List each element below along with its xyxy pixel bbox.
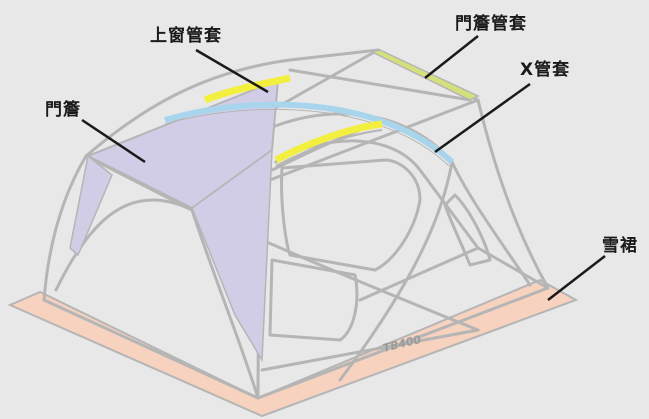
x-pole-sleeve	[164, 101, 455, 167]
leader-door-awning-pole	[424, 35, 479, 79]
upper-window-sleeve-front	[274, 120, 383, 164]
leader-snow-skirt	[547, 255, 606, 301]
snow-skirt	[7, 278, 579, 418]
label-door-awning-pole-sleeve: 門簷管套	[455, 14, 527, 34]
leader-lines	[81, 35, 606, 301]
upper-window-sleeve	[203, 74, 383, 167]
x-pole-sleeve-band	[164, 101, 455, 165]
upper-window-sleeve-top	[203, 74, 291, 104]
label-door-awning: 門簷	[45, 100, 81, 120]
label-upper-window-sleeve: 上窗管套	[150, 26, 222, 46]
door-awning-right-flap	[191, 148, 273, 363]
label-x-pole-sleeve: X管套	[520, 60, 571, 80]
leader-x-pole	[434, 82, 531, 154]
door-awning-left-flap	[69, 154, 113, 257]
label-snow-skirt: 雪裙	[602, 236, 638, 256]
snow-skirt-outer	[7, 278, 579, 418]
leader-upper-window	[195, 48, 269, 94]
door-awning-pole-sleeve-band	[369, 49, 480, 101]
door-awning-pole-sleeve	[369, 49, 480, 101]
leader-door-awning	[81, 118, 146, 164]
